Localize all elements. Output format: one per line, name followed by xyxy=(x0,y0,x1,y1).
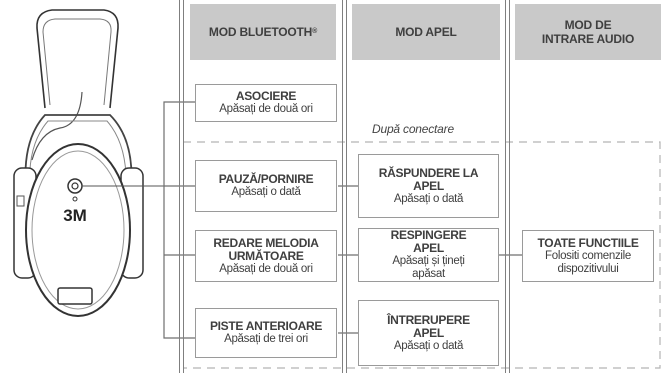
pause-play-box: PAUZĂ/PORNIRE Apăsați o dată xyxy=(195,160,337,212)
answer-call-box: RĂSPUNDERE LA APEL Apăsați o dată xyxy=(358,154,499,218)
header-audio-line2: INTRARE AUDIO xyxy=(541,32,635,46)
reject-call-instruction: Apăsați și țineți apăsat xyxy=(392,255,465,280)
pause-play-instruction: Apăsați o dată xyxy=(231,186,301,198)
next-track-instruction: Apăsați de două ori xyxy=(219,262,313,275)
header-audio-mode: MOD DE INTRARE AUDIO xyxy=(515,4,661,60)
header-audio-line1: MOD DE xyxy=(564,18,612,32)
all-functions-box: TOATE FUNCTIILE Folositi comenzile dispo… xyxy=(522,230,654,282)
header-bluetooth-mode: MOD BLUETOOTH® xyxy=(190,4,336,60)
end-call-instruction: Apăsați o dată xyxy=(393,339,464,352)
pairing-title: ASOCIERE xyxy=(235,89,297,103)
end-call-title: ÎNTRERUPERE APEL xyxy=(387,312,470,340)
divider-left xyxy=(179,0,184,373)
pairing-box: ASOCIERE Apăsați de două ori xyxy=(195,84,337,122)
previous-track-box: PISTE ANTERIOARE Apăsați de trei ori xyxy=(195,308,337,358)
registered-mark: ® xyxy=(312,28,318,35)
reject-call-title: RESPINGERE APEL xyxy=(390,228,467,255)
all-functions-instruction: Folositi comenzile dispozitivului xyxy=(545,249,631,275)
pause-play-title: PAUZĂ/PORNIRE xyxy=(218,172,314,186)
divider-mid-2 xyxy=(505,0,510,373)
headset-illustration: 3M xyxy=(13,9,165,317)
answer-call-instruction: Apăsați o dată xyxy=(393,192,464,205)
all-functions-title: TOATE FUNCTIILE xyxy=(537,235,639,250)
header-call-mode: MOD APEL xyxy=(352,4,500,60)
reject-call-box: RESPINGERE APEL Apăsați și țineți apăsat xyxy=(358,228,499,282)
previous-track-title: PISTE ANTERIOARE xyxy=(209,319,323,333)
answer-call-title: RĂSPUNDERE LA APEL xyxy=(378,165,479,193)
headband xyxy=(36,9,119,109)
header-call-label: MOD APEL xyxy=(395,25,457,39)
end-call-box: ÎNTRERUPERE APEL Apăsați o dată xyxy=(358,300,499,366)
previous-track-instruction: Apăsați de trei ori xyxy=(224,333,308,345)
ear-cup xyxy=(25,143,131,317)
yoke xyxy=(24,114,133,191)
headband-inner xyxy=(42,18,112,106)
divider-mid-1 xyxy=(342,0,347,373)
pairing-instruction: Apăsați de două ori xyxy=(219,103,313,115)
after-connect-label: După conectare xyxy=(372,122,454,136)
led-indicator xyxy=(72,196,78,202)
header-bluetooth-label: MOD BLUETOOTH xyxy=(208,25,313,39)
next-track-title: REDARE MELODIA URMĂTOARE xyxy=(213,235,319,263)
battery-door xyxy=(57,287,93,305)
headset-cable xyxy=(31,91,83,161)
next-track-box: REDARE MELODIA URMĂTOARE Apăsați de două… xyxy=(195,230,337,282)
after-connect-frame xyxy=(183,141,661,369)
headset-logo: 3M xyxy=(63,206,87,225)
